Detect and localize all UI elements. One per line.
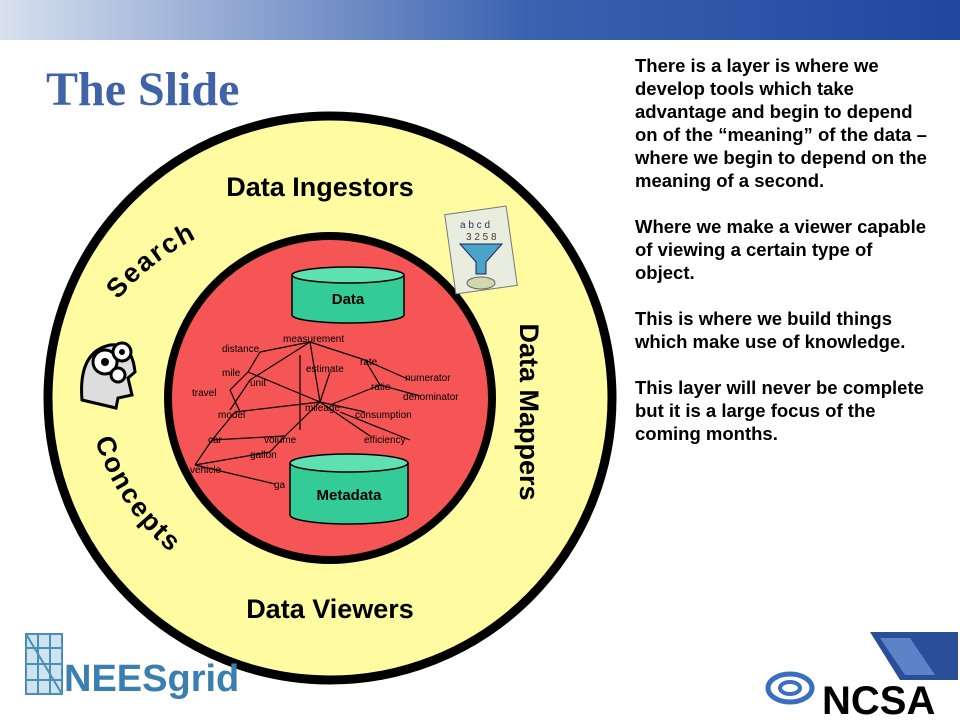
- data-cylinder: Data: [291, 266, 405, 324]
- term-denominator: denominator: [403, 392, 459, 403]
- term-model: model: [218, 410, 245, 421]
- concept-network-terms: measurement distance rate mile estimate …: [190, 334, 459, 491]
- term-distance: distance: [222, 344, 260, 355]
- speaker-notes: There is a layer is where we develop too…: [635, 54, 935, 468]
- note-paragraph-1: There is a layer is where we develop too…: [635, 55, 927, 191]
- term-ratio: ratio: [371, 382, 391, 393]
- ncsa-logo-text: NCSA: [822, 679, 935, 720]
- neesgrid-mark-icon: [25, 633, 63, 695]
- term-ga: ga: [274, 480, 286, 491]
- svg-text:3 2 5 8: 3 2 5 8: [466, 232, 497, 243]
- term-estimate: estimate: [306, 364, 344, 375]
- concept-network-lines: [194, 341, 421, 485]
- term-mileage: mileage: [305, 403, 340, 414]
- svg-text:a b c d: a b c d: [460, 220, 490, 231]
- note-paragraph-2: Where we make a viewer capable of viewin…: [635, 216, 927, 283]
- ncsa-logo: NCSA: [765, 632, 958, 720]
- term-efficiency: efficiency: [364, 435, 406, 446]
- term-mile: mile: [222, 368, 241, 379]
- metadata-cylinder-label: Metadata: [316, 487, 382, 504]
- gears-head-icon: [80, 341, 137, 410]
- label-data-mappers: Data Mappers: [514, 323, 544, 500]
- term-gallon: gallon: [250, 450, 277, 461]
- funnel-filter-icon: a b c d 3 2 5 8: [444, 205, 518, 295]
- top-banner: [0, 0, 960, 40]
- term-volume: volume: [264, 435, 297, 446]
- term-travel: travel: [192, 388, 216, 399]
- data-cylinder-label: Data: [332, 291, 365, 308]
- term-measurement: measurement: [283, 334, 344, 345]
- term-rate: rate: [360, 357, 378, 368]
- term-vehicle: vehicle: [190, 465, 222, 476]
- note-paragraph-4: This layer will never be complete but it…: [635, 377, 924, 444]
- label-data-viewers: Data Viewers: [246, 594, 414, 624]
- term-unit: unit: [250, 378, 266, 389]
- label-data-ingestors: Data Ingestors: [226, 172, 414, 202]
- metadata-cylinder: Metadata: [289, 453, 409, 525]
- term-car: car: [208, 435, 223, 446]
- ncsa-mark-icon: [765, 632, 958, 705]
- slide-title: The Slide: [46, 63, 240, 116]
- note-paragraph-3: This is where we build things which make…: [635, 308, 906, 352]
- neesgrid-logo-text: NEESgrid: [64, 658, 239, 700]
- inner-circle: [164, 232, 496, 564]
- neesgrid-logo: NEESgrid: [25, 633, 239, 700]
- term-consumption: consumption: [355, 410, 412, 421]
- term-numerator: numerator: [405, 373, 451, 384]
